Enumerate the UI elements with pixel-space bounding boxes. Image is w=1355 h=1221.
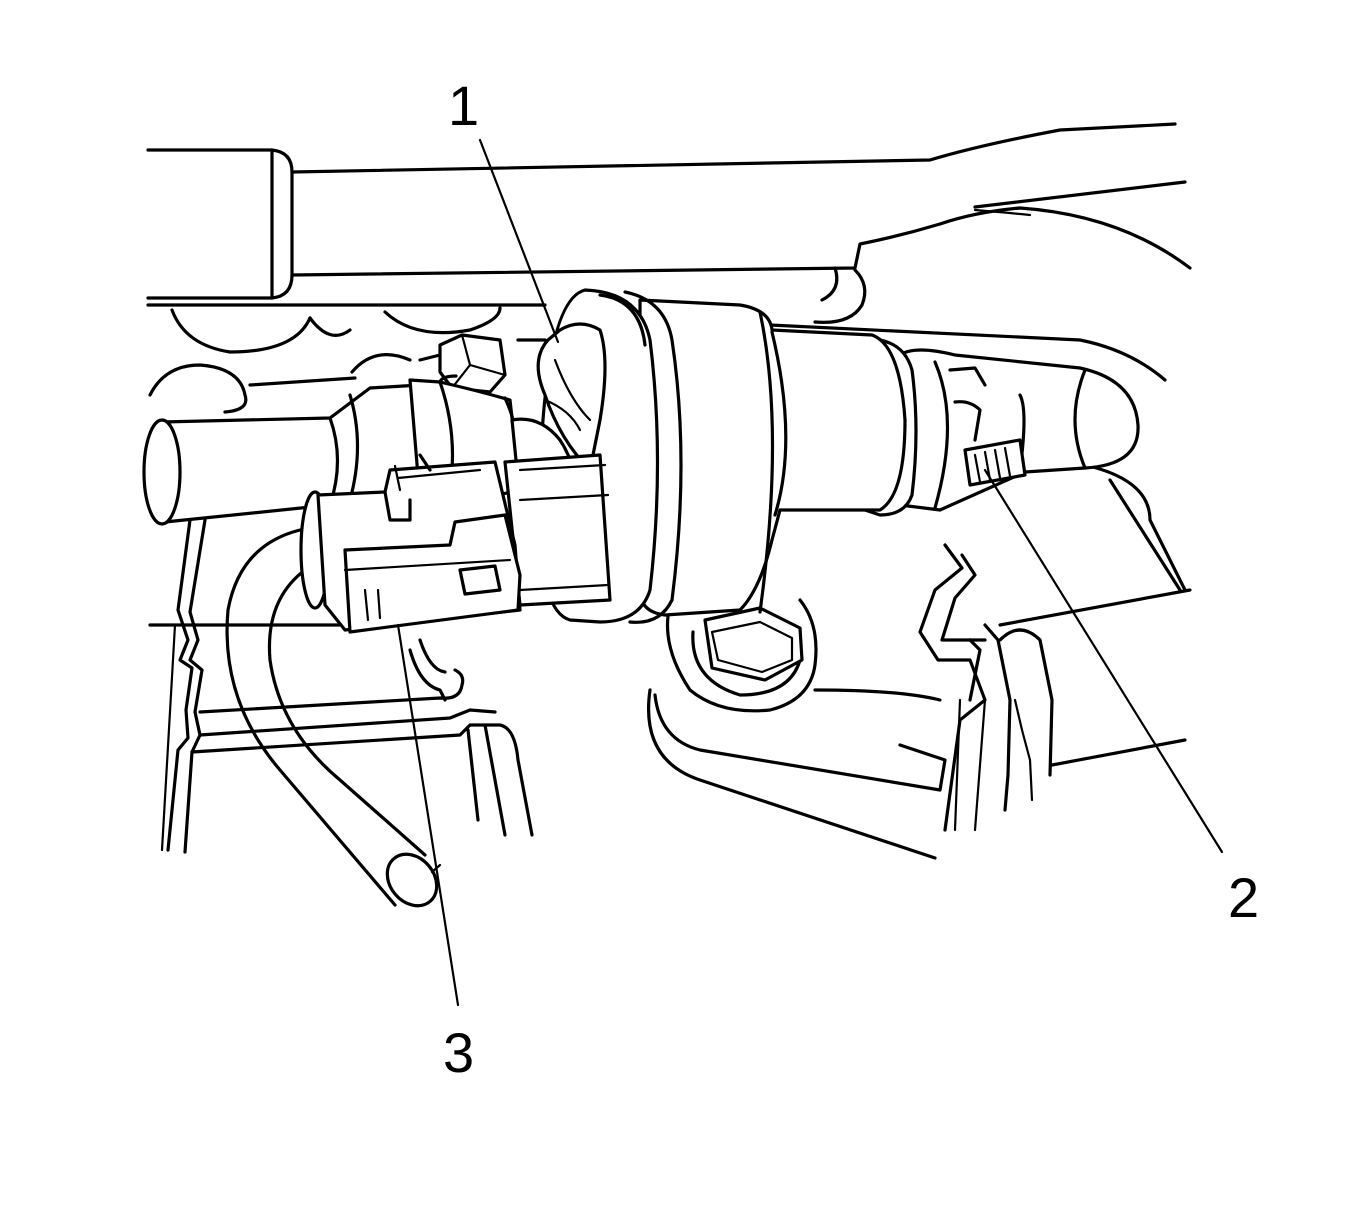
- lower-left-bracket: [160, 518, 534, 854]
- upper-pipe: [146, 122, 1192, 324]
- callout-1: 1: [448, 74, 479, 137]
- leader-line-2: [983, 468, 1224, 854]
- locking-tab: [948, 366, 1027, 487]
- purge-valve: [503, 288, 1140, 624]
- upper-hex-nut: [418, 333, 507, 394]
- electrical-connector: [299, 453, 522, 634]
- leader-line-1: [478, 138, 560, 344]
- vacuum-hose: [225, 528, 442, 908]
- callout-2: 2: [1228, 866, 1259, 929]
- bolt-boss: [647, 598, 947, 860]
- lower-right-bracket: [918, 543, 1187, 832]
- callout-3: 3: [443, 1021, 474, 1084]
- leader-line-3: [396, 623, 460, 1007]
- callout-leaders: [396, 138, 1224, 1007]
- callouts: 1 2 3: [443, 74, 1259, 1084]
- engine-bracket: [148, 306, 1192, 627]
